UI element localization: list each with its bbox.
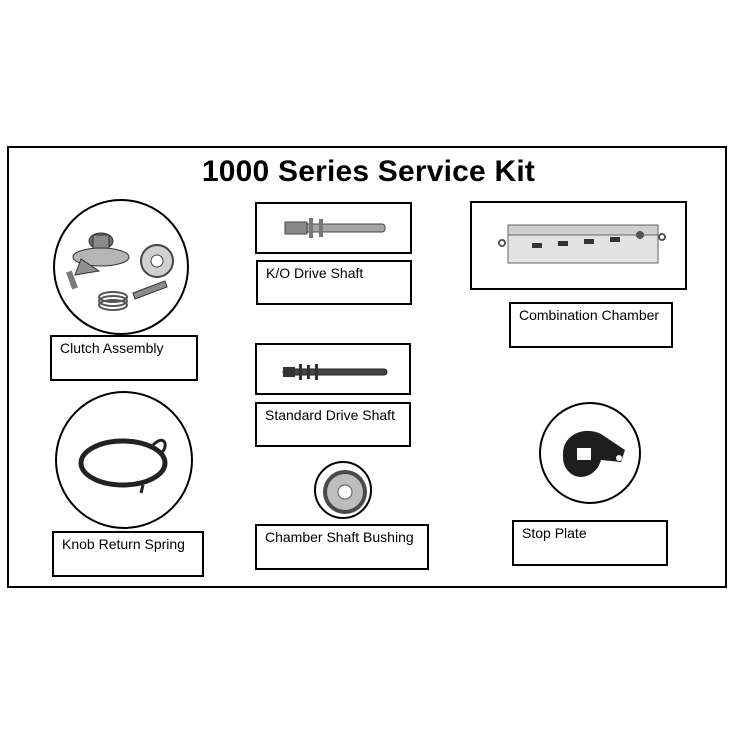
knob-return-spring-label: Knob Return Spring bbox=[52, 531, 204, 577]
clutch-assembly-image bbox=[53, 199, 189, 335]
knob-return-spring-image bbox=[55, 391, 193, 529]
standard-drive-shaft-image bbox=[255, 343, 411, 395]
clutch-assembly-label: Clutch Assembly bbox=[50, 335, 198, 381]
combination-chamber-image bbox=[470, 201, 687, 290]
stop-plate-image bbox=[539, 402, 641, 504]
combination-chamber-label: Combination Chamber bbox=[509, 302, 673, 348]
ko-drive-shaft-label: K/O Drive Shaft bbox=[256, 260, 412, 305]
chamber-shaft-bushing-label: Chamber Shaft Bushing bbox=[255, 524, 429, 570]
standard-drive-shaft-label: Standard Drive Shaft bbox=[255, 402, 411, 447]
chamber-shaft-bushing-image bbox=[314, 461, 372, 519]
kit-title: 1000 Series Service Kit bbox=[201, 155, 536, 188]
ko-drive-shaft-image bbox=[255, 202, 412, 254]
stop-plate-label: Stop Plate bbox=[512, 520, 668, 566]
